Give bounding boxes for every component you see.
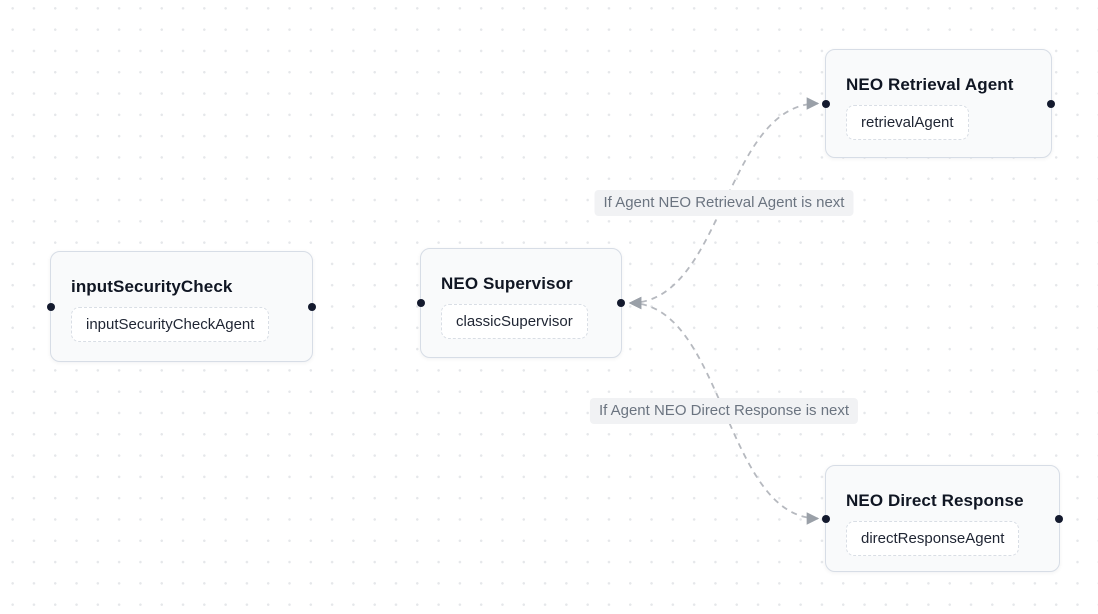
input-handle-icon[interactable] — [822, 514, 830, 523]
agent-chip: retrievalAgent — [846, 105, 969, 140]
input-handle-icon[interactable] — [47, 302, 55, 311]
node-title: NEO Direct Response — [846, 491, 1024, 510]
node-title: NEO Retrieval Agent — [846, 75, 1014, 94]
node-neo-direct-response[interactable]: NEO Direct Response directResponseAgent — [822, 465, 1063, 572]
node-neo-retrieval-agent[interactable]: NEO Retrieval Agent retrievalAgent — [822, 49, 1055, 158]
edge-condition-label: If Agent NEO Direct Response is next — [589, 397, 859, 424]
agent-chip: classicSupervisor — [441, 304, 588, 339]
output-handle-icon[interactable] — [617, 299, 625, 307]
node-neo-supervisor[interactable]: NEO Supervisor classicSupervisor — [417, 248, 625, 358]
output-handle-icon[interactable] — [308, 302, 316, 311]
node-input-security-check[interactable]: inputSecurityCheck inputSecurityCheckAge… — [47, 251, 316, 362]
node-title: NEO Supervisor — [441, 274, 573, 293]
edge-condition-label: If Agent NEO Retrieval Agent is next — [594, 190, 854, 217]
input-handle-icon[interactable] — [417, 299, 425, 307]
input-handle-icon[interactable] — [822, 99, 830, 108]
output-handle-icon[interactable] — [1047, 99, 1055, 108]
node-title: inputSecurityCheck — [71, 277, 233, 296]
agent-chip: inputSecurityCheckAgent — [71, 307, 270, 342]
agent-chip: directResponseAgent — [846, 521, 1020, 556]
output-handle-icon[interactable] — [1055, 514, 1063, 523]
edge-path[interactable] — [628, 296, 820, 525]
